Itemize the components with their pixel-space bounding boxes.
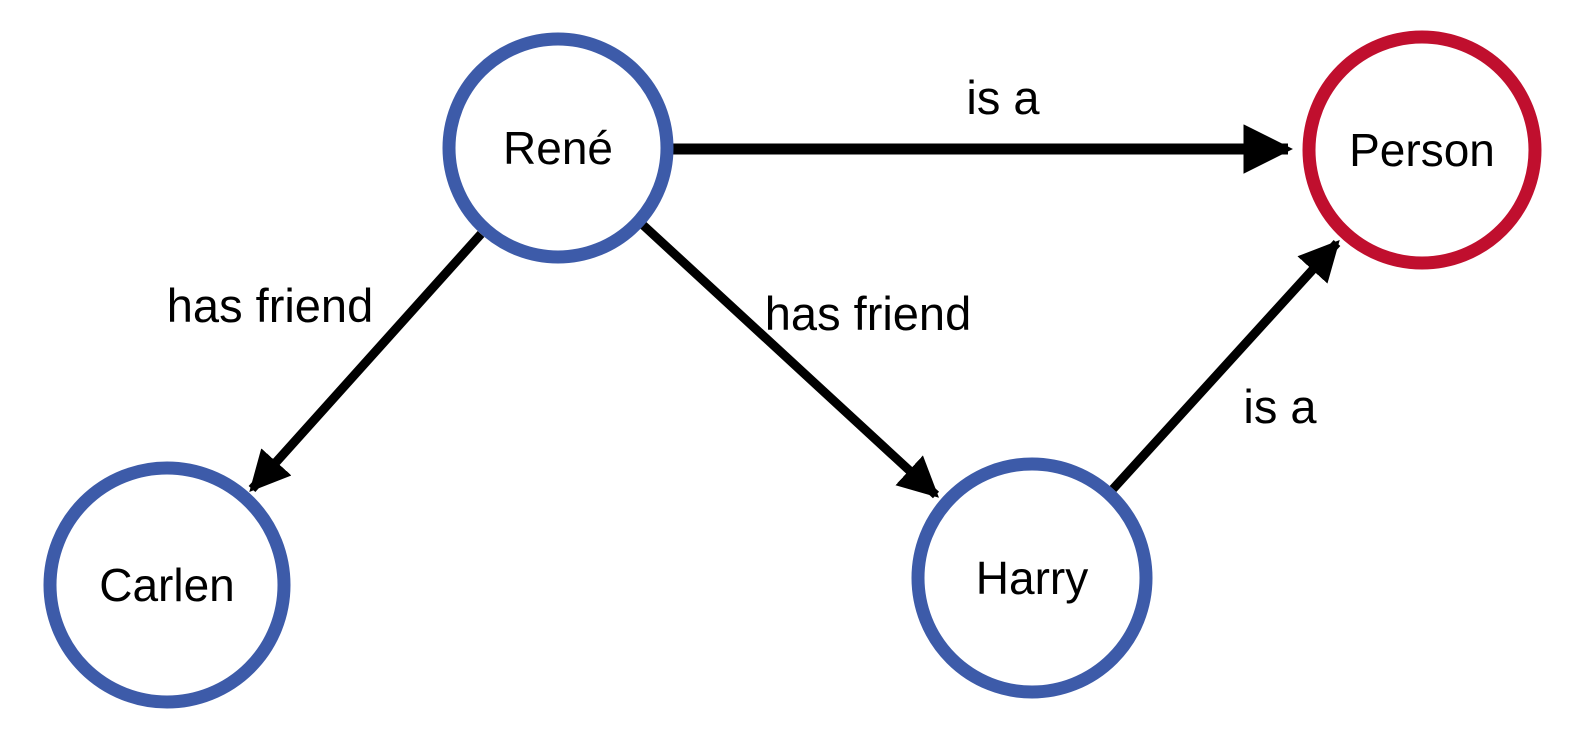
edge-rene-harry xyxy=(639,221,940,499)
edge-harry-person xyxy=(1109,239,1341,493)
edge-label-rene-harry: has friend xyxy=(765,287,971,340)
node-rene-label: René xyxy=(503,122,613,174)
node-harry-circle xyxy=(911,457,1153,699)
edge-label-harry-person: is a xyxy=(1243,380,1317,433)
node-person-label: Person xyxy=(1349,124,1495,176)
node-person-circle xyxy=(1302,30,1542,270)
node-harry-label: Harry xyxy=(976,552,1088,604)
edge-rene-carlen xyxy=(248,230,485,493)
node-rene-circle xyxy=(442,32,674,264)
edge-label-rene-carlen: has friend xyxy=(167,279,373,332)
node-carlen-label: Carlen xyxy=(99,559,235,611)
node-carlen-circle xyxy=(43,461,291,709)
edge-label-rene-person: is a xyxy=(966,71,1040,124)
